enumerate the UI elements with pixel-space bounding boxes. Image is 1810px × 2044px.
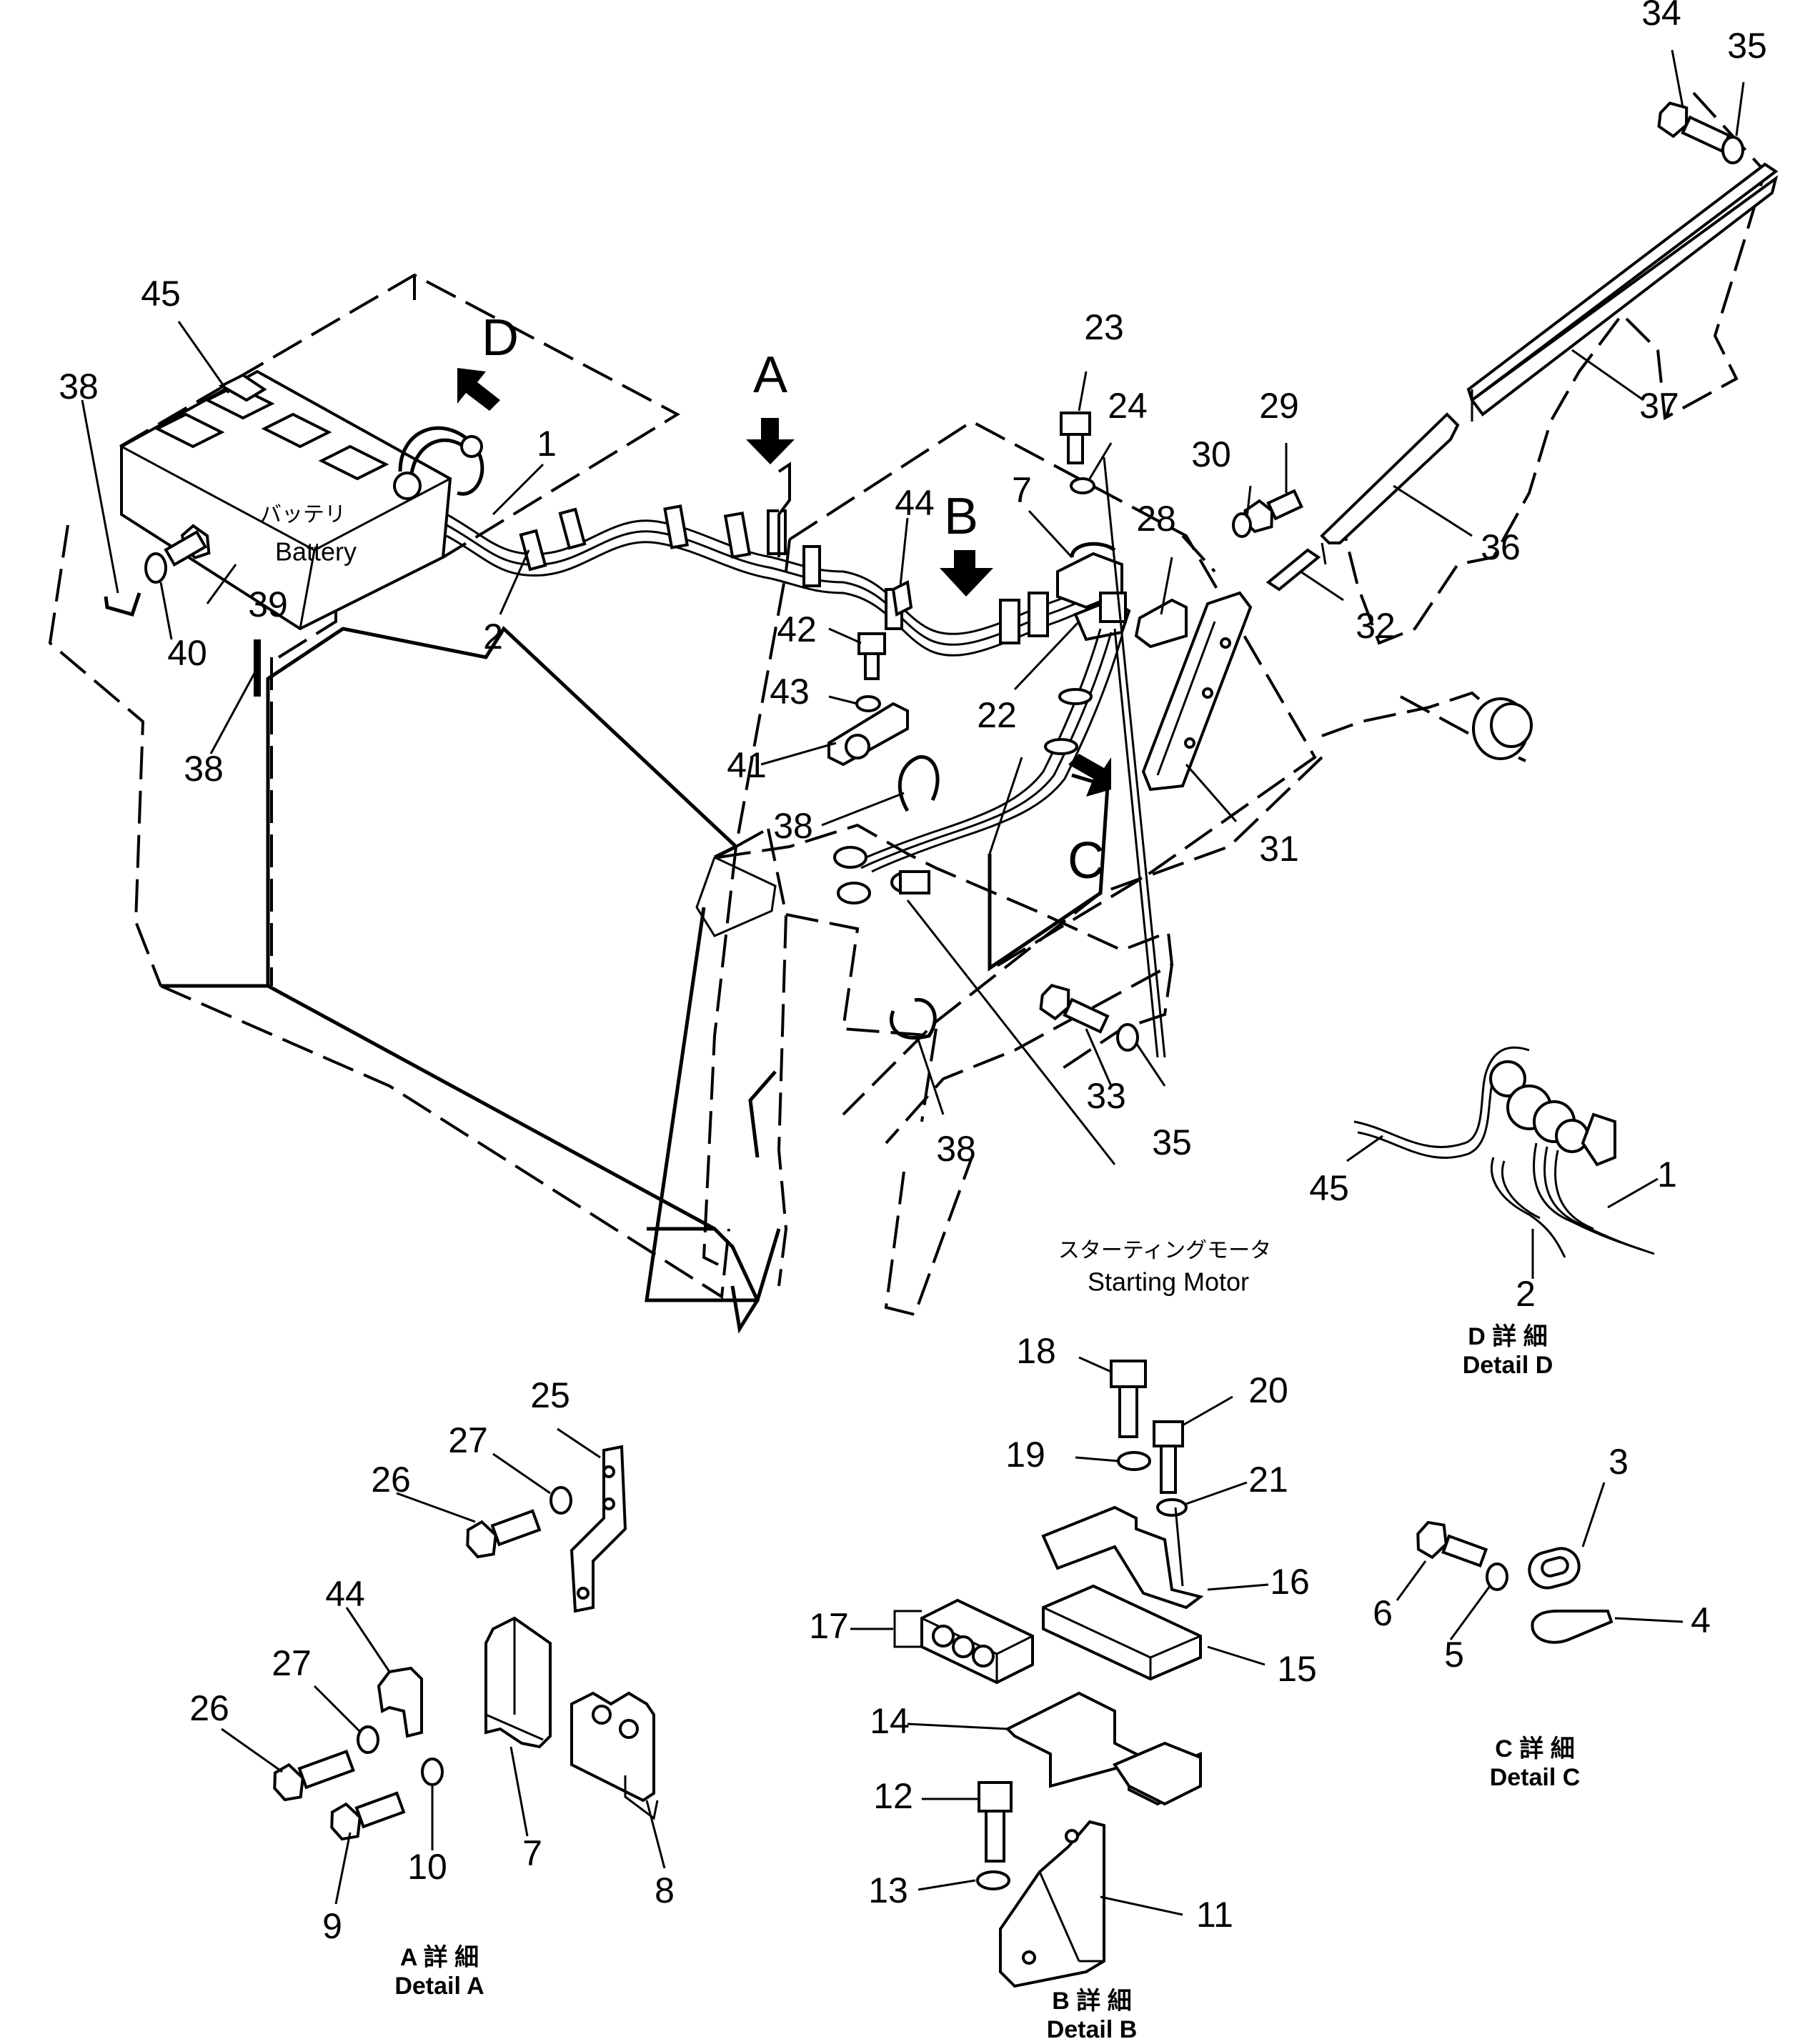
callout-a-8: 8 bbox=[655, 1870, 675, 1910]
detail-b-label-en: Detail B bbox=[1047, 2016, 1138, 2040]
detail-c-label-jp: C 詳 細 bbox=[1495, 1735, 1574, 1763]
callout-a-44: 44 bbox=[325, 1574, 365, 1614]
callout-2: 2 bbox=[483, 617, 503, 657]
callout-28: 28 bbox=[1136, 499, 1176, 539]
callout-23: 23 bbox=[1084, 307, 1124, 347]
callouts-main: 1 2 45 38 39 40 38 44 7 23 24 30 29 28 3… bbox=[59, 0, 1767, 1169]
callout-a-9: 9 bbox=[322, 1906, 342, 1946]
callout-b-18: 18 bbox=[1016, 1331, 1056, 1371]
callout-41: 41 bbox=[727, 745, 767, 785]
detail-a-label-en: Detail A bbox=[394, 1973, 484, 2000]
callout-33: 33 bbox=[1086, 1076, 1126, 1116]
detail-c-label-en: Detail C bbox=[1490, 1764, 1581, 1791]
right-motor bbox=[1472, 697, 1533, 760]
callout-d-2: 2 bbox=[1516, 1274, 1536, 1314]
callout-b-16: 16 bbox=[1270, 1562, 1310, 1602]
frame-outline bbox=[48, 91, 1767, 1317]
clamp-cluster-b bbox=[833, 542, 1131, 904]
callout-b-20: 20 bbox=[1248, 1370, 1288, 1410]
callout-b-13: 13 bbox=[868, 1870, 908, 1910]
callout-31: 31 bbox=[1259, 829, 1299, 869]
callout-a-26-low: 26 bbox=[189, 1688, 229, 1728]
callout-30: 30 bbox=[1191, 434, 1231, 474]
callout-38-b: 38 bbox=[184, 749, 224, 789]
rails-32-36-37 bbox=[1265, 162, 1779, 592]
callout-35-b: 35 bbox=[1152, 1122, 1192, 1162]
detail-d-label-jp: D 詳 細 bbox=[1468, 1323, 1547, 1350]
callout-42: 42 bbox=[777, 609, 817, 649]
starting-motor-label-en: Starting Motor bbox=[1088, 1267, 1249, 1297]
callout-a-26-top: 26 bbox=[371, 1460, 411, 1500]
detail-b-label-jp: B 詳 細 bbox=[1052, 1988, 1131, 2015]
callout-40: 40 bbox=[167, 633, 207, 673]
callout-34: 34 bbox=[1641, 0, 1681, 33]
callout-b-21: 21 bbox=[1248, 1460, 1288, 1500]
callout-c-5: 5 bbox=[1444, 1635, 1464, 1675]
callout-b-17: 17 bbox=[809, 1606, 849, 1646]
view-d-arrow bbox=[457, 368, 500, 411]
callout-b-15: 15 bbox=[1277, 1649, 1317, 1689]
view-letter-b: B bbox=[944, 488, 978, 545]
callout-a-25: 25 bbox=[530, 1375, 570, 1415]
callout-b-14: 14 bbox=[870, 1701, 910, 1741]
callout-a-27-low: 27 bbox=[272, 1643, 312, 1683]
view-b-arrow bbox=[940, 550, 993, 597]
callout-38-c: 38 bbox=[773, 806, 813, 846]
callout-a-27-top: 27 bbox=[448, 1420, 488, 1460]
callout-22: 22 bbox=[977, 695, 1017, 735]
callout-b-12: 12 bbox=[873, 1776, 913, 1816]
bracket-28 bbox=[1134, 598, 1188, 649]
leader-lines-main bbox=[81, 49, 1745, 1165]
callout-37: 37 bbox=[1639, 386, 1679, 426]
callout-43: 43 bbox=[770, 672, 810, 712]
callout-44: 44 bbox=[895, 483, 935, 523]
view-letter-a: A bbox=[753, 347, 787, 404]
callout-45: 45 bbox=[141, 274, 181, 314]
callout-35-a: 35 bbox=[1727, 26, 1767, 66]
detail-d-label-en: Detail D bbox=[1463, 1352, 1553, 1379]
callout-32: 32 bbox=[1356, 606, 1396, 646]
engine-blocks bbox=[161, 626, 1110, 1334]
callout-36: 36 bbox=[1481, 527, 1521, 567]
detail-a-label-jp: A 詳 細 bbox=[400, 1944, 479, 1971]
callout-38-d: 38 bbox=[936, 1129, 976, 1169]
callout-b-19: 19 bbox=[1005, 1435, 1045, 1475]
view-letter-d: D bbox=[482, 309, 519, 367]
harness-1-2 bbox=[446, 462, 1115, 657]
battery bbox=[120, 369, 484, 631]
battery-label-en: Battery bbox=[275, 537, 357, 567]
hardware-main bbox=[104, 101, 1744, 1052]
callout-29: 29 bbox=[1259, 386, 1299, 426]
view-a-arrow bbox=[746, 418, 795, 464]
callout-24: 24 bbox=[1108, 386, 1148, 426]
detail-a bbox=[221, 1427, 666, 1905]
view-letter-c: C bbox=[1068, 832, 1105, 889]
callout-d-45: 45 bbox=[1309, 1168, 1349, 1208]
battery-label-jp: バッテリ bbox=[260, 503, 346, 527]
callout-d-1: 1 bbox=[1657, 1155, 1677, 1195]
callout-38-a: 38 bbox=[59, 367, 99, 407]
callout-c-3: 3 bbox=[1608, 1442, 1628, 1482]
callout-a-10: 10 bbox=[407, 1847, 447, 1887]
callout-7: 7 bbox=[1012, 470, 1032, 510]
bracket-31 bbox=[1141, 591, 1253, 792]
callout-c-4: 4 bbox=[1691, 1600, 1711, 1640]
starting-motor-label-jp: スターティングモータ bbox=[1058, 1239, 1271, 1262]
detail-c bbox=[1396, 1482, 1684, 1644]
callout-39: 39 bbox=[248, 584, 288, 624]
callout-a-7: 7 bbox=[522, 1833, 542, 1873]
callout-b-11: 11 bbox=[1196, 1895, 1233, 1935]
view-arrows bbox=[457, 368, 1111, 797]
callout-c-6: 6 bbox=[1373, 1593, 1393, 1633]
detail-b bbox=[850, 1356, 1269, 1988]
detail-d bbox=[1346, 1046, 1659, 1279]
view-c-arrow bbox=[1068, 754, 1111, 797]
callout-1: 1 bbox=[537, 424, 557, 464]
